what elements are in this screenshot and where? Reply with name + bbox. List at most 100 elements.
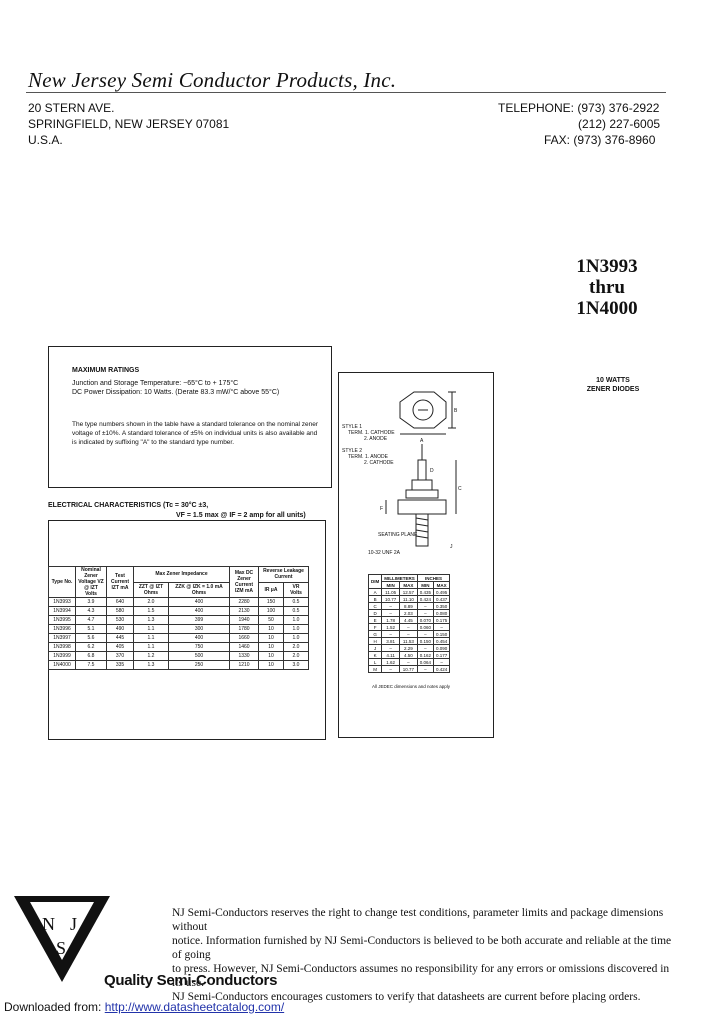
logo-letter: N — [42, 914, 55, 934]
wattage: 10 WATTS — [596, 377, 630, 384]
col-header: Nominal Zener Voltage VZ @ IZT Volts — [75, 566, 107, 598]
dim-cell: – — [433, 623, 451, 631]
njs-logo: N J S — [14, 896, 110, 982]
address-block: 20 STERN AVE. SPRINGFIELD, NEW JERSEY 07… — [28, 100, 229, 148]
dim-cell: 1.78 — [381, 616, 400, 624]
table-cell: 300 — [168, 624, 230, 634]
dim-cell: 0.150 — [416, 637, 435, 645]
part-number-title: 1N3993 thru 1N4000 — [572, 256, 642, 319]
table-cell: 3.0 — [283, 660, 309, 670]
table-cell: 5.6 — [75, 633, 107, 643]
table-cell: 400 — [168, 597, 230, 607]
dim-cell: – — [399, 630, 418, 638]
company-name: New Jersey Semi Conductor Products, Inc. — [28, 68, 397, 92]
dim-cell: B — [367, 595, 383, 603]
dim-cell: 10.77 — [381, 595, 400, 603]
dim-cell: H — [367, 637, 383, 645]
table-cell: 7.5 — [75, 660, 107, 670]
table-cell: 100 — [258, 606, 284, 616]
col-header: Test Current IZT mA — [106, 566, 134, 598]
table-cell: 1N3996 — [48, 624, 76, 634]
dim-label: C — [458, 486, 462, 492]
dim-cell: L — [367, 658, 383, 666]
table-cell: 1210 — [229, 660, 259, 670]
electrical-subtitle: VF = 1.5 max @ IF = 2 amp for all units) — [176, 512, 306, 519]
table-cell: 250 — [168, 660, 230, 670]
dim-cell: 11.53 — [399, 637, 418, 645]
dim-cell: 0.080 — [433, 609, 451, 617]
logo-letter: S — [56, 938, 66, 958]
dim-sub-header: MAX — [399, 581, 418, 589]
dim-cell: C — [367, 602, 383, 610]
disclaimer-line: notice. Information furnished by NJ Semi… — [172, 935, 672, 961]
dim-row: D–2.03–0.080 — [367, 609, 451, 617]
table-cell: 400 — [168, 606, 230, 616]
download-link[interactable]: http://www.datasheetcatalog.com/ — [104, 1000, 285, 1014]
table-cell: 1660 — [229, 633, 259, 643]
table-cell: 399 — [168, 615, 230, 625]
dim-cell: 0.150 — [433, 630, 451, 638]
dim-label: B — [454, 408, 458, 414]
style2-label: STYLE 2 — [342, 448, 362, 454]
table-cell: 10 — [258, 651, 284, 661]
max-ratings-line: Junction and Storage Temperature: −65°C … — [72, 380, 239, 387]
disclaimer-line: NJ Semi-Conductors reserves the right to… — [172, 907, 664, 933]
table-cell: 1.1 — [133, 624, 169, 634]
terminal-lead — [417, 459, 427, 481]
dim-cell: 0.454 — [433, 637, 451, 645]
dim-row: G–––0.150 — [367, 630, 451, 638]
dim-cell: 0.495 — [433, 588, 451, 596]
dim-cell: – — [381, 644, 400, 652]
dim-col-header: DIM — [367, 574, 383, 589]
col-header: Type No. — [48, 566, 76, 598]
table-cell: 50 — [258, 615, 284, 625]
dim-cell: 3.81 — [381, 637, 400, 645]
table-cell: 1.0 — [283, 615, 309, 625]
table-cell: 445 — [106, 633, 134, 643]
dim-cell: 0.424 — [433, 665, 451, 673]
col-header: Max DC Zener Current IZM mA — [229, 566, 259, 598]
dim-cell: 0.090 — [433, 644, 451, 652]
dim-row: C–8.89–0.350 — [367, 602, 451, 610]
group-header: Max Zener Impedance — [133, 566, 230, 583]
table-cell: 10 — [258, 660, 284, 670]
table-cell: 580 — [106, 606, 134, 616]
dim-cell: 1.62 — [381, 658, 400, 666]
part-first: 1N3993 — [576, 256, 638, 277]
table-cell: 1N3995 — [48, 615, 76, 625]
telephone-line: TELEPHONE: (973) 376-2922 — [498, 101, 660, 115]
dim-cell: 0.177 — [433, 651, 451, 659]
dim-sub-header: MIN — [381, 581, 400, 589]
thread-label: 10-32 UNF 2A — [368, 550, 401, 556]
electrical-table: Type No. Nominal Zener Voltage VZ @ IZT … — [48, 566, 309, 670]
dim-cell: – — [416, 602, 435, 610]
dim-cell: 4.50 — [399, 651, 418, 659]
table-cell: 5.1 — [75, 624, 107, 634]
dim-cell: – — [416, 665, 435, 673]
download-footer: Downloaded from: http://www.datasheetcat… — [4, 1000, 284, 1014]
dim-col-header: INCHES — [416, 574, 451, 582]
table-cell: 6.8 — [75, 651, 107, 661]
address-line: SPRINGFIELD, NEW JERSEY 07081 — [28, 117, 230, 131]
table-cell: 4.3 — [75, 606, 107, 616]
table-cell: 1.3 — [133, 615, 169, 625]
table-cell: 750 — [168, 642, 230, 652]
table-cell: 1.2 — [133, 651, 169, 661]
header-divider — [26, 92, 666, 93]
dim-label: D — [430, 468, 434, 474]
table-cell: 1.0 — [283, 624, 309, 634]
col-header: IR µA — [258, 581, 284, 598]
table-cell: 335 — [106, 660, 134, 670]
dim-cell: 0.064 — [416, 658, 435, 666]
package-box — [338, 372, 494, 738]
dim-cell: A — [367, 588, 383, 596]
